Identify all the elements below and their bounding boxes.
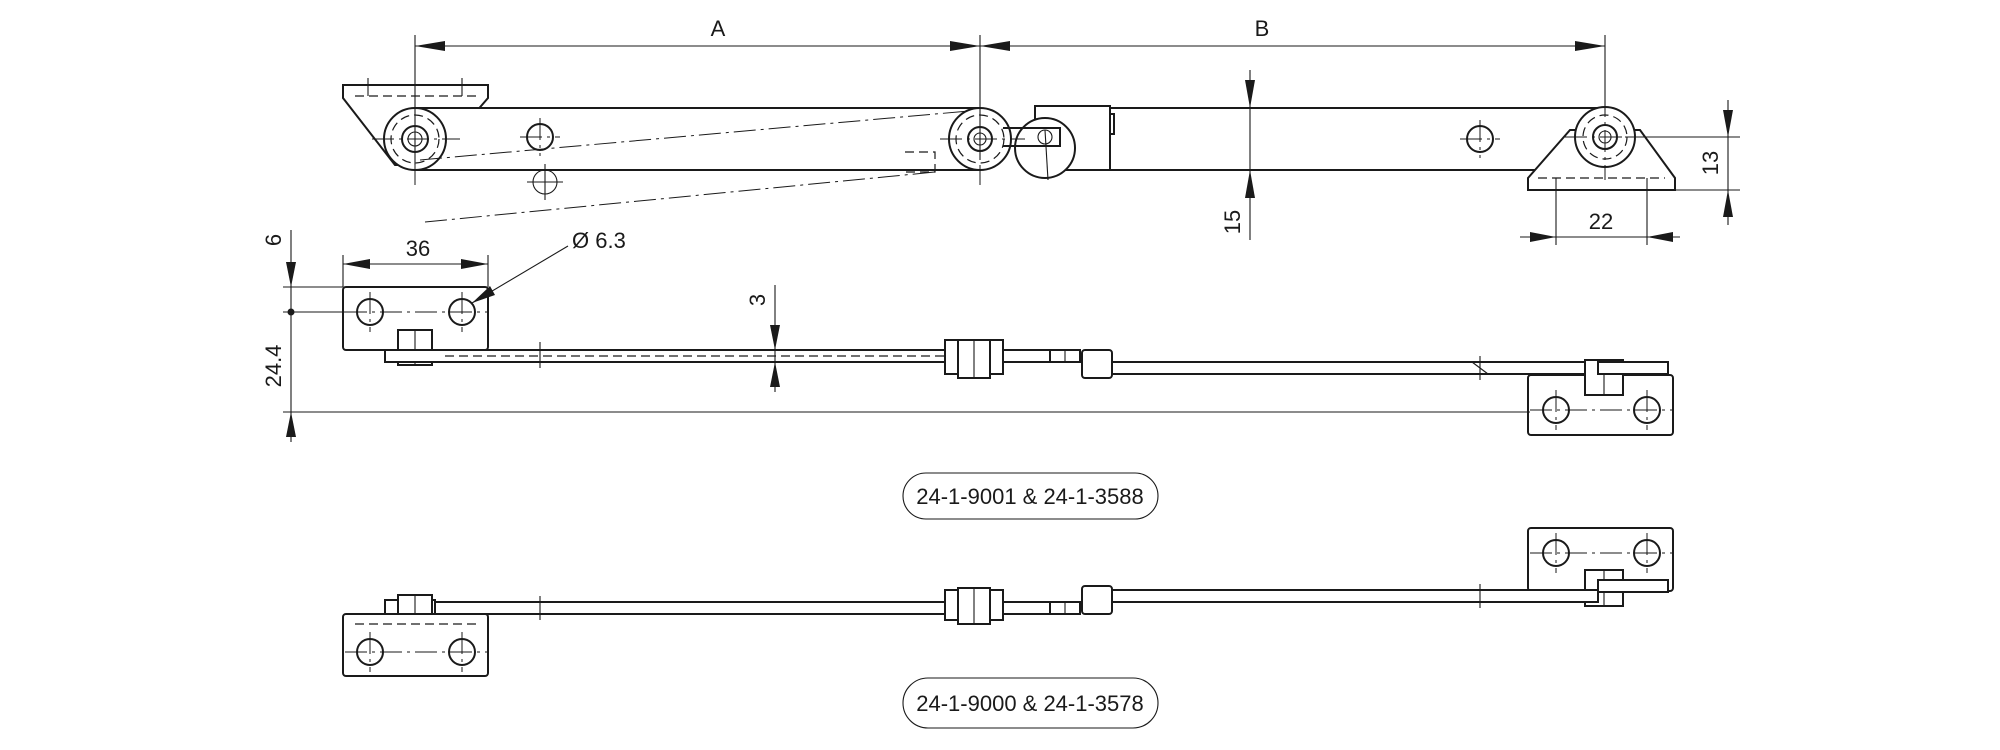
dimension-label-diameter: Ø 6.3 <box>572 228 626 253</box>
variant-label-upper: 24-1-9001 & 24-1-3588 <box>902 472 1159 520</box>
dimension-label-3: 3 <box>745 294 770 306</box>
side-view-dimensions: 36 Ø 6.3 6 24.4 3 <box>261 228 1530 442</box>
side-view-upper <box>342 286 1674 436</box>
upper-arm-right <box>1081 589 1599 603</box>
upper-arm-right <box>1081 361 1599 375</box>
dimension-label-a: A <box>711 16 726 41</box>
variant-label-upper-text: 24-1-9001 & 24-1-3588 <box>916 484 1144 509</box>
left-arm <box>414 107 981 171</box>
open-position-phantom-line <box>419 109 981 161</box>
dimension-label-36: 36 <box>406 236 430 261</box>
dimension-label-6: 6 <box>261 234 286 246</box>
dimension-label-15: 15 <box>1220 210 1245 234</box>
dimension-label-24-4: 24.4 <box>261 345 286 388</box>
variant-label-lower: 24-1-9000 & 24-1-3578 <box>902 677 1159 729</box>
variant-label-lower-text: 24-1-9000 & 24-1-3578 <box>916 691 1144 716</box>
side-view-lower <box>342 527 1674 677</box>
left-mounting-plate <box>342 613 489 677</box>
dimension-label-b: B <box>1255 16 1270 41</box>
top-view <box>342 78 1676 223</box>
top-view-dimensions: A B 15 13 22 <box>414 16 1740 245</box>
arm-stop <box>1081 585 1113 615</box>
dimension-label-13: 13 <box>1698 151 1723 175</box>
variant-label-upper-frame <box>902 472 1159 520</box>
variant-label-lower-frame <box>902 677 1159 729</box>
right-arm <box>1081 107 1606 171</box>
arm-stop <box>1081 349 1113 379</box>
dimension-label-22: 22 <box>1589 209 1613 234</box>
